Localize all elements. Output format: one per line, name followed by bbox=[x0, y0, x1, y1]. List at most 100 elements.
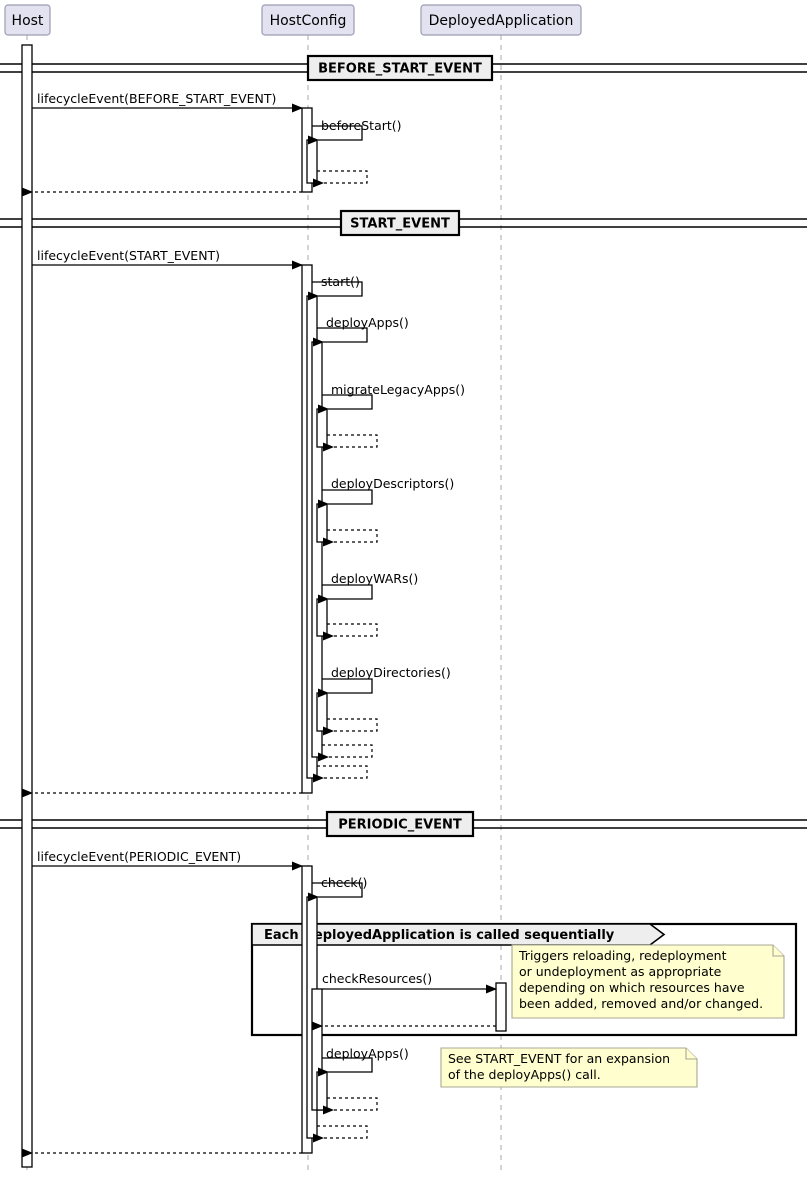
self-return-arrow bbox=[318, 744, 373, 762]
self-message-arrow bbox=[308, 882, 363, 902]
activation-bar-config bbox=[316, 408, 328, 448]
message-m23: deployApps() bbox=[318, 1046, 409, 1077]
activation-bar-config bbox=[316, 1071, 328, 1111]
self-message-arrow bbox=[318, 678, 373, 698]
groups-layer: Each DeployedApplication is called seque… bbox=[250, 922, 798, 1037]
note-line: See START_EVENT for an expansion bbox=[448, 1051, 670, 1066]
participant-host[interactable]: Host bbox=[4, 4, 51, 36]
message-m24 bbox=[323, 1097, 378, 1115]
messages-layer: lifecycleEvent(BEFORE_START_EVENT)before… bbox=[22, 91, 497, 1158]
message-m19: lifecycleEvent(PERIODIC_EVENT) bbox=[32, 849, 303, 871]
participant-app[interactable]: DeployedApplication bbox=[420, 4, 582, 36]
self-message-arrow bbox=[308, 281, 363, 301]
message-m5: lifecycleEvent(START_EVENT) bbox=[32, 248, 303, 270]
message-m12: deployWARs() bbox=[318, 571, 418, 604]
message-m25 bbox=[313, 1125, 368, 1143]
message-m13 bbox=[323, 623, 378, 641]
message-m10: deployDescriptors() bbox=[318, 476, 454, 509]
self-message-arrow bbox=[308, 125, 363, 145]
note-line: or undeployment as appropriate bbox=[519, 964, 722, 979]
self-message-arrow bbox=[318, 394, 373, 414]
note-fold-corner bbox=[685, 1048, 697, 1060]
message-m3 bbox=[313, 170, 368, 188]
note-line: Triggers reloading, redeployment bbox=[518, 948, 727, 963]
message-m1: lifecycleEvent(BEFORE_START_EVENT) bbox=[32, 91, 303, 113]
note-fold-corner bbox=[772, 945, 784, 957]
self-return-arrow bbox=[313, 1125, 368, 1143]
participant-config[interactable]: HostConfig bbox=[261, 4, 355, 36]
message-m11 bbox=[323, 529, 378, 547]
lifelines-layer bbox=[26, 35, 502, 1172]
message-m16 bbox=[318, 744, 373, 762]
participant-label-host: Host bbox=[12, 13, 44, 29]
activation-bar-config bbox=[316, 503, 328, 543]
divider-box bbox=[325, 810, 475, 838]
message-label: check() bbox=[321, 875, 367, 890]
message-m9 bbox=[323, 434, 378, 452]
divider-label: PERIODIC_EVENT bbox=[338, 818, 462, 833]
divider-before-start: BEFORE_START_EVENT bbox=[0, 54, 807, 82]
activation-bar-config bbox=[316, 598, 328, 637]
message-m17 bbox=[313, 765, 368, 783]
activations-layer bbox=[21, 44, 507, 1168]
self-message-arrow bbox=[313, 327, 368, 347]
divider-box bbox=[306, 54, 494, 82]
participant-box-config[interactable] bbox=[261, 4, 355, 36]
message-m6: start() bbox=[308, 274, 363, 301]
participant-box-app[interactable] bbox=[420, 4, 582, 36]
message-label: start() bbox=[321, 274, 360, 289]
self-return-arrow bbox=[323, 1097, 378, 1115]
message-m21: checkResources() bbox=[322, 971, 497, 994]
message-m14: deployDirectories() bbox=[318, 665, 451, 698]
message-m20: check() bbox=[308, 875, 367, 902]
divider-box bbox=[339, 209, 461, 237]
dividers-layer: BEFORE_START_EVENT START_EVENT PERIODIC_EV… bbox=[0, 54, 807, 838]
participant-label-app: DeployedApplication bbox=[429, 13, 574, 29]
participant-box-host[interactable] bbox=[4, 4, 51, 36]
self-return-arrow bbox=[313, 765, 368, 783]
message-label: beforeStart() bbox=[321, 118, 402, 133]
participants-layer: Host HostConfig DeployedApplication bbox=[4, 4, 582, 36]
participant-label-config: HostConfig bbox=[270, 13, 347, 29]
activation-bar-config bbox=[316, 692, 328, 732]
message-label: lifecycleEvent(START_EVENT) bbox=[37, 248, 220, 263]
divider-start: START_EVENT bbox=[0, 209, 807, 237]
divider-periodic: PERIODIC_EVENT bbox=[0, 810, 807, 838]
group-label: Each DeployedApplication is called seque… bbox=[264, 928, 615, 943]
message-label: deployDirectories() bbox=[331, 665, 451, 680]
message-m15 bbox=[323, 718, 378, 736]
message-label: deployDescriptors() bbox=[331, 476, 454, 491]
divider-label: START_EVENT bbox=[350, 217, 450, 232]
divider-label: BEFORE_START_EVENT bbox=[318, 62, 482, 77]
note-body bbox=[511, 944, 785, 1019]
activation-bar-app bbox=[495, 982, 507, 1032]
message-label: migrateLegacyApps() bbox=[331, 382, 465, 397]
self-return-arrow bbox=[323, 623, 378, 641]
message-label: deployApps() bbox=[326, 1046, 409, 1061]
activation-bar-host bbox=[21, 44, 33, 1168]
self-message-arrow bbox=[318, 584, 373, 604]
self-return-arrow bbox=[323, 434, 378, 452]
message-m8: migrateLegacyApps() bbox=[318, 382, 465, 414]
note-line: been added, removed and/or changed. bbox=[519, 996, 763, 1011]
message-label: lifecycleEvent(PERIODIC_EVENT) bbox=[37, 849, 241, 864]
self-return-arrow bbox=[323, 529, 378, 547]
note-body bbox=[440, 1047, 698, 1088]
message-m2: beforeStart() bbox=[308, 118, 402, 145]
self-return-arrow bbox=[313, 170, 368, 188]
self-message-arrow bbox=[318, 489, 373, 509]
group-group-each-app: Each DeployedApplication is called seque… bbox=[250, 922, 798, 1037]
self-return-arrow bbox=[323, 718, 378, 736]
activation-bar-config bbox=[306, 139, 318, 184]
message-m7: deployApps() bbox=[313, 315, 409, 347]
group-tab bbox=[251, 923, 666, 946]
note-line: depending on which resources have bbox=[519, 980, 745, 995]
message-label: lifecycleEvent(BEFORE_START_EVENT) bbox=[37, 91, 276, 106]
message-label: checkResources() bbox=[322, 971, 432, 986]
message-label: deployWARs() bbox=[331, 571, 418, 586]
